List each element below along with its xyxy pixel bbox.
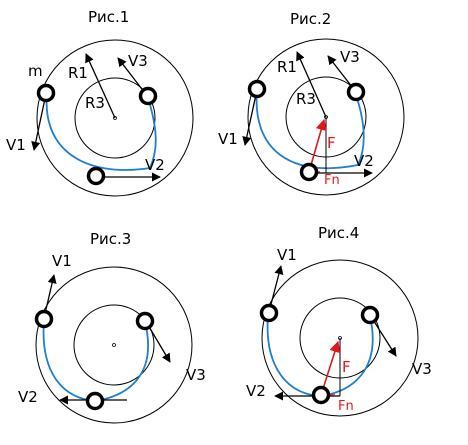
velocity-v1-arrow — [31, 93, 47, 151]
outer-circle — [36, 39, 194, 197]
center-point — [112, 343, 116, 347]
label-v2: V2 — [354, 152, 374, 170]
label-r1: R1 — [68, 64, 88, 82]
trajectory-path — [42, 319, 150, 402]
outer-circle — [35, 266, 193, 424]
label-v3: V3 — [340, 48, 360, 66]
label-v1: V1 — [52, 252, 72, 270]
trajectory-path — [45, 93, 157, 171]
mass-ball-start — [36, 83, 56, 103]
label-r3: R3 — [296, 90, 316, 108]
velocity-v1-arrow — [242, 89, 258, 146]
figure-2: Рис.2 R1 R3 V3 V1 V2 F Fn — [218, 10, 405, 196]
mass-ball-start — [259, 303, 279, 323]
label-v2: V2 — [145, 156, 165, 174]
mass-ball-end — [135, 311, 155, 331]
trajectory-path — [255, 89, 365, 169]
trajectory-path — [266, 314, 374, 397]
figure-4-title: Рис.4 — [318, 224, 359, 242]
mass-ball-end — [346, 82, 366, 102]
mass-ball-end — [360, 305, 380, 325]
label-r1: R1 — [277, 58, 297, 76]
label-v1: V1 — [218, 130, 238, 148]
mass-ball-bottom — [311, 385, 331, 405]
outer-circle — [261, 259, 419, 417]
mass-ball-start — [247, 79, 267, 99]
label-v1: V1 — [277, 246, 297, 264]
label-v1: V1 — [6, 136, 26, 154]
label-v2: V2 — [246, 382, 266, 400]
figure-4: Рис.4 V1 V3 V2 F Fn — [246, 224, 432, 417]
label-f: F — [327, 134, 336, 152]
figure-2-title: Рис.2 — [290, 10, 331, 28]
figure-3: Рис.3 V1 V3 V2 — [18, 230, 206, 424]
mass-ball-end — [138, 86, 158, 106]
label-v2: V2 — [18, 388, 38, 406]
force-f-arrow — [320, 340, 341, 396]
outer-circle — [247, 38, 405, 196]
mass-ball-bottom — [86, 166, 106, 186]
radius-r1-arrow — [296, 51, 327, 118]
label-m: m — [28, 62, 43, 80]
label-v3: V3 — [128, 52, 148, 70]
mass-ball-start — [34, 309, 54, 329]
inner-circle — [73, 304, 155, 386]
radius-r1-arrow — [85, 53, 116, 119]
label-fn: Fn — [338, 399, 354, 414]
figure-3-title: Рис.3 — [90, 230, 131, 248]
figure-1-title: Рис.1 — [88, 8, 129, 26]
mass-ball-bottom — [85, 391, 105, 411]
inner-circle — [74, 77, 156, 159]
label-v3: V3 — [186, 366, 206, 384]
label-f: F — [342, 358, 351, 376]
label-v3: V3 — [412, 360, 432, 378]
label-fn: Fn — [324, 173, 340, 188]
mass-ball-bottom — [299, 162, 319, 182]
figure-1: Рис.1 m R1 R3 V3 V1 V2 — [6, 8, 194, 197]
label-r3: R3 — [85, 94, 105, 112]
